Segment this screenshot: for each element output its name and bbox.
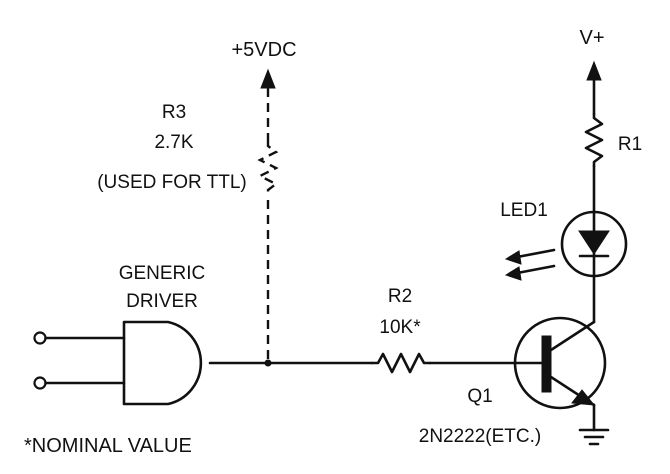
q1-part-label: 2N2222(ETC.) — [419, 426, 542, 447]
driver-label-line2: DRIVER — [126, 291, 198, 312]
led-name-label: LED1 — [500, 200, 548, 221]
q1-name-label: Q1 — [467, 386, 492, 407]
input-terminal-bottom — [33, 376, 126, 390]
supply-5v-label: +5VDC — [231, 39, 296, 61]
r3-note-label: (USED FOR TTL) — [97, 172, 247, 193]
input-terminal-top — [33, 331, 126, 345]
supply-5v-arrow-icon — [260, 68, 276, 89]
ground-icon — [578, 428, 610, 446]
r1-name-label: R1 — [618, 134, 642, 155]
driver-label-line1: GENERIC — [119, 263, 206, 284]
supply-v-arrow-icon — [586, 60, 602, 81]
r2-value-label: 10K* — [379, 317, 421, 338]
r3-value-label: 2.7K — [154, 132, 193, 153]
resistor-icon — [370, 352, 432, 374]
r2-name-label: R2 — [388, 286, 412, 307]
supply-v-label: V+ — [579, 27, 604, 49]
junction-dot — [264, 359, 272, 367]
npn-transistor-icon — [513, 316, 607, 410]
and-gate-icon — [122, 320, 203, 406]
pullup-path — [257, 88, 279, 363]
resistor-icon-r1 — [584, 112, 604, 168]
led-icon — [560, 210, 628, 278]
r3-name-label: R3 — [162, 102, 186, 123]
footnote-label: *NOMINAL VALUE — [24, 435, 192, 457]
light-emission-arrows-icon — [504, 248, 556, 281]
